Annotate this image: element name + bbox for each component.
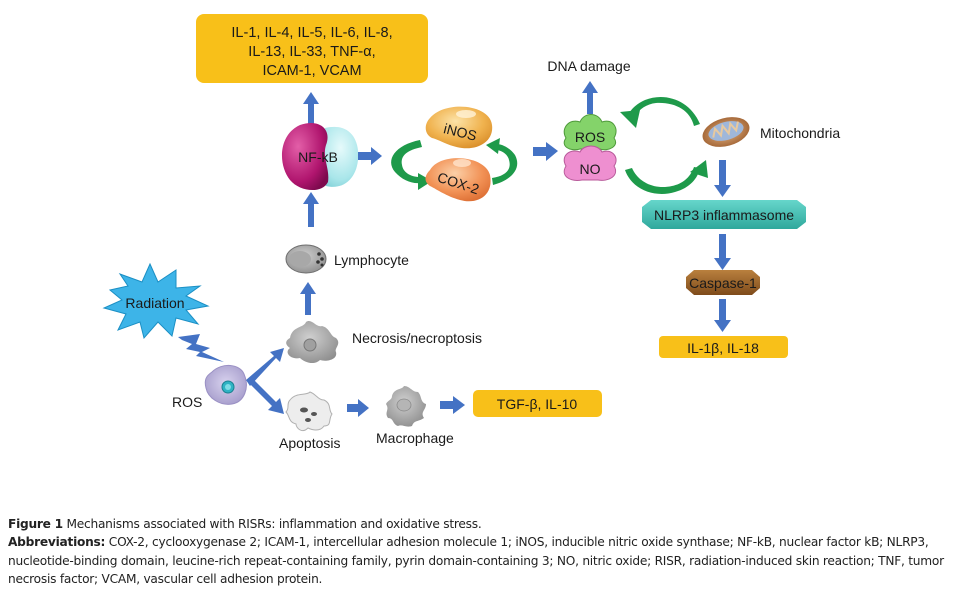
no-bubble-label: NO	[580, 161, 601, 177]
necrotic-cell-icon	[286, 321, 339, 364]
macrophage-icon	[386, 386, 426, 427]
arrow-nfkb-to-enzymes	[358, 147, 382, 165]
green-cycle-arrows-mitochondria	[620, 97, 708, 194]
arrow-lymphocyte-to-nfkb	[303, 192, 319, 227]
ros-cell-icon	[204, 365, 247, 405]
arrow-mitochondria-to-nlrp3	[714, 160, 731, 197]
arrow-nfkb-to-cytokines	[303, 92, 319, 125]
inos-enzyme: iNOS	[425, 106, 493, 149]
nlrp3-inflammasome-box: NLRP3 inflammasome	[642, 200, 806, 229]
mitochondria-label: Mitochondria	[760, 125, 840, 141]
tgf-il10-box: TGF-β, IL-10	[473, 390, 602, 417]
green-cycle-arrows-enzymes	[391, 138, 518, 190]
arrow-ros-to-necrosis	[246, 348, 284, 386]
figure-caption-text: Mechanisms associated with RISRs: inflam…	[62, 517, 482, 531]
arrow-ros-to-dna-damage	[582, 81, 598, 114]
figure-caption: Figure 1 Mechanisms associated with RISR…	[8, 515, 953, 534]
lymphocyte-label: Lymphocyte	[334, 252, 409, 268]
radiation-burst: Radiation	[102, 262, 210, 340]
arrow-macrophage-to-tgf	[440, 396, 465, 414]
lightning-bolt-icon	[178, 334, 224, 362]
ros-cell-label: ROS	[172, 394, 202, 410]
cytokine-line-1: IL-1, IL-4, IL-5, IL-6, IL-8,	[231, 25, 392, 41]
cytokine-line-3: ICAM-1, VCAM	[262, 63, 361, 79]
caspase-label: Caspase-1	[689, 275, 757, 291]
necrosis-label: Necrosis/necroptosis	[352, 330, 482, 346]
cytokine-line-2: IL-13, IL-33, TNF-α,	[248, 44, 375, 60]
macrophage-label: Macrophage	[376, 430, 454, 446]
tgf-il10-label: TGF-β, IL-10	[497, 396, 578, 412]
mitochondria-icon	[702, 117, 750, 147]
abbreviations: Abbreviations: COX-2, cyclooxygenase 2; …	[8, 533, 953, 589]
cytokine-box-top: IL-1, IL-4, IL-5, IL-6, IL-8, IL-13, IL-…	[196, 14, 428, 83]
il1b-il18-label: IL-1β, IL-18	[687, 340, 759, 356]
nfkb-complex: NF-kB	[281, 122, 359, 191]
abbreviations-label: Abbreviations:	[8, 535, 106, 549]
arrow-necrosis-to-lymphocyte	[300, 282, 316, 315]
figure-label: Figure 1	[8, 517, 63, 531]
arrow-apoptosis-to-macrophage	[347, 399, 369, 417]
arrow-nlrp3-to-caspase	[714, 234, 731, 270]
inos-label: iNOS	[442, 120, 478, 144]
apoptotic-cell-icon	[285, 391, 333, 431]
mechanism-diagram: IL-1, IL-4, IL-5, IL-6, IL-8, IL-13, IL-…	[102, 14, 840, 451]
ros-bubble-label: ROS	[575, 129, 605, 145]
arrow-ros-to-apoptosis	[250, 380, 284, 414]
arrow-caspase-to-il1b	[714, 299, 731, 332]
dna-damage-label: DNA damage	[547, 58, 630, 74]
no-bubble: NO	[563, 145, 617, 181]
abbreviations-text: COX-2, cyclooxygenase 2; ICAM-1, interce…	[8, 535, 944, 586]
apoptosis-label: Apoptosis	[279, 435, 340, 451]
il1b-il18-box: IL-1β, IL-18	[659, 336, 788, 358]
nfkb-label: NF-kB	[298, 149, 338, 165]
ros-bubble: ROS	[563, 114, 617, 151]
caspase-1-box: Caspase-1	[686, 270, 760, 295]
nlrp3-label: NLRP3 inflammasome	[654, 207, 794, 223]
lymphocyte-icon	[285, 244, 327, 274]
radiation-label: Radiation	[125, 295, 184, 311]
arrow-enzymes-to-ros-no	[533, 142, 558, 161]
cox2-enzyme: COX-2	[425, 158, 491, 202]
